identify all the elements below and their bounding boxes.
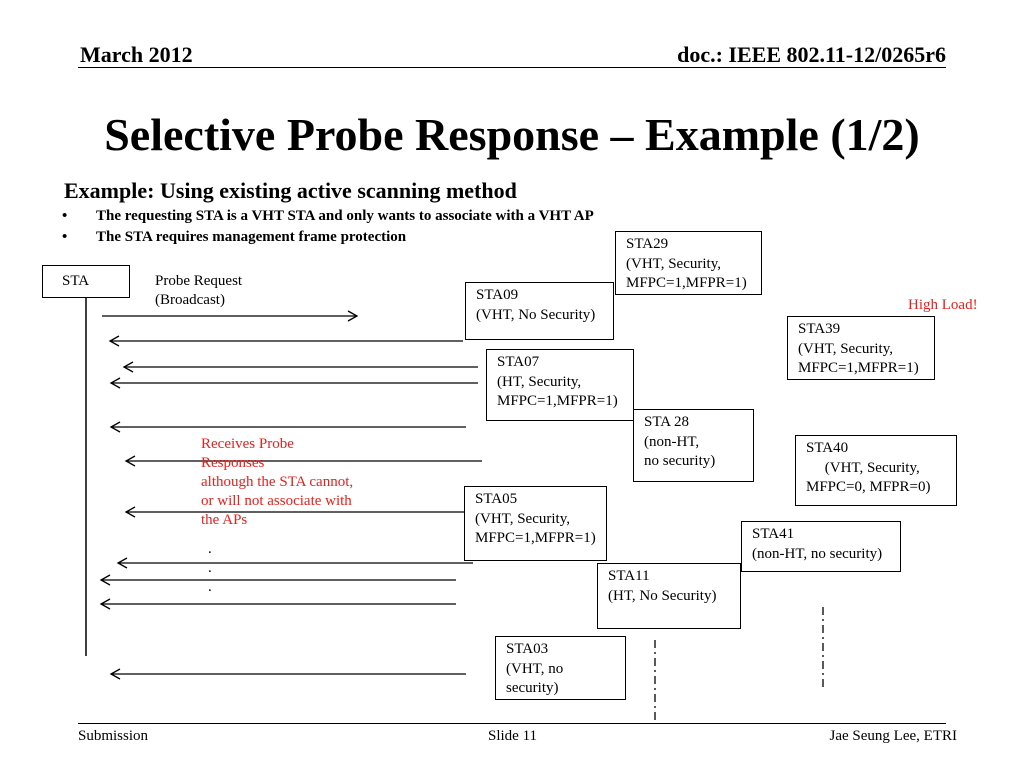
bullet-text: The STA requires management frame protec… — [96, 229, 407, 245]
header-doc-id: doc.: IEEE 802.11-12/0265r6 — [677, 42, 946, 67]
footer-slide-number: Slide 11 — [488, 728, 538, 744]
receives-probe-note: Receives Probe Responses although the ST… — [201, 436, 354, 529]
station-sta03: STA03 (VHT, no security) — [495, 636, 626, 700]
bullet-text: The requesting STA is a VHT STA and only… — [96, 208, 594, 224]
station-sta09: STA09 (VHT, No Security) — [465, 282, 614, 340]
footer-submission: Submission — [78, 728, 149, 744]
station-sta29: STA29 (VHT, Security, MFPC=1,MFPR=1) — [615, 231, 762, 295]
footer-author: Jae Seung Lee, ETRI — [829, 728, 957, 744]
bullet-dot: • — [62, 229, 68, 245]
station-sta05: STA05 (VHT, Security, MFPC=1,MFPR=1) — [464, 486, 607, 561]
high-load-label: High Load! — [908, 297, 978, 313]
slide-subtitle: Example: Using existing active scanning … — [64, 178, 517, 203]
header-date: March 2012 — [80, 42, 193, 67]
probe-request-label: Probe Request (Broadcast) — [155, 273, 243, 309]
station-sta40: STA40 (VHT, Security, MFPC=0, MFPR=0) — [795, 435, 957, 506]
ellipsis-dots: . . . — [208, 541, 212, 595]
station-sta07: STA07 (HT, Security, MFPC=1,MFPR=1) — [486, 349, 634, 421]
slide-title: Selective Probe Response – Example (1/2) — [104, 109, 920, 160]
sta-box: STA — [42, 265, 130, 298]
station-sta11: STA11 (HT, No Security) — [597, 563, 741, 629]
header-rule — [78, 67, 946, 68]
station-sta41: STA41 (non-HT, no security) — [741, 521, 901, 572]
station-sta39: STA39 (VHT, Security, MFPC=1,MFPR=1) — [787, 316, 935, 380]
bullet-item: • The requesting STA is a VHT STA and onl… — [62, 208, 594, 225]
station-sta28: STA 28 (non-HT, no security) — [633, 409, 754, 482]
footer-rule — [78, 723, 946, 724]
bullet-dot: • — [62, 208, 68, 224]
bullet-item: • The STA requires management frame prote… — [62, 229, 406, 246]
